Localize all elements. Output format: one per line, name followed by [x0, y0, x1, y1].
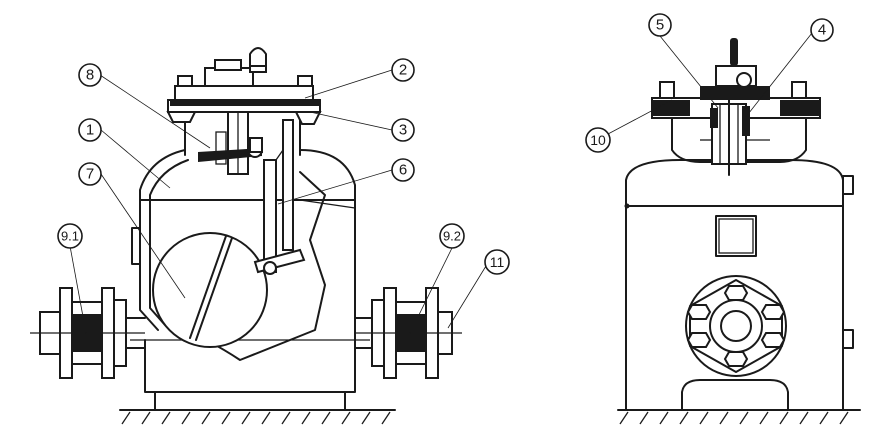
- callout-10-label: 10: [590, 132, 606, 148]
- callout-6-circle: [391, 158, 415, 182]
- front-view: [30, 47, 462, 425]
- callout-7-label: 7: [86, 166, 94, 183]
- callout-9-1-circle: [57, 223, 83, 249]
- side-pedestal: [681, 379, 789, 411]
- side-view: [617, 38, 861, 425]
- callout-3-label: 3: [399, 122, 407, 139]
- tank-body: [131, 149, 356, 341]
- callout-9-2-circle: [439, 223, 465, 249]
- callouts: 8 1 7 9.1 2 3 6 9.2 11: [57, 13, 834, 334]
- callout-2-circle: [391, 58, 415, 82]
- callout-5-circle: [648, 13, 672, 37]
- float-ball: [152, 171, 326, 361]
- ground-left: [119, 409, 396, 425]
- callout-4-label: 4: [818, 22, 826, 39]
- callout-1-label: 1: [86, 122, 94, 139]
- callout-8-label: 8: [86, 67, 94, 84]
- callout-2-label: 2: [399, 62, 407, 79]
- callout-11-circle: [484, 249, 510, 275]
- side-outlet-flange: [685, 275, 787, 377]
- callout-1-circle: [78, 118, 102, 142]
- callout-5-label: 5: [656, 17, 664, 34]
- ground-right: [617, 409, 861, 425]
- float-switch-mechanism: [198, 111, 263, 175]
- inlet-flange: [30, 287, 146, 379]
- callout-7-circle: [78, 162, 102, 186]
- callout-9-2-label: 9.2: [443, 229, 461, 244]
- side-top-housing: [651, 38, 821, 176]
- callout-10-circle: [585, 127, 611, 153]
- upper-housing: [166, 47, 322, 156]
- base-left: [130, 339, 370, 411]
- guide-rod: [263, 119, 294, 273]
- callout-11-label: 11: [490, 254, 505, 270]
- outlet-flange: [354, 287, 462, 379]
- callout-9-1-label: 9.1: [61, 229, 79, 244]
- callout-4-circle: [810, 18, 834, 42]
- callout-6-label: 6: [399, 162, 407, 179]
- callout-8-circle: [78, 63, 102, 87]
- callout-3-circle: [391, 118, 415, 142]
